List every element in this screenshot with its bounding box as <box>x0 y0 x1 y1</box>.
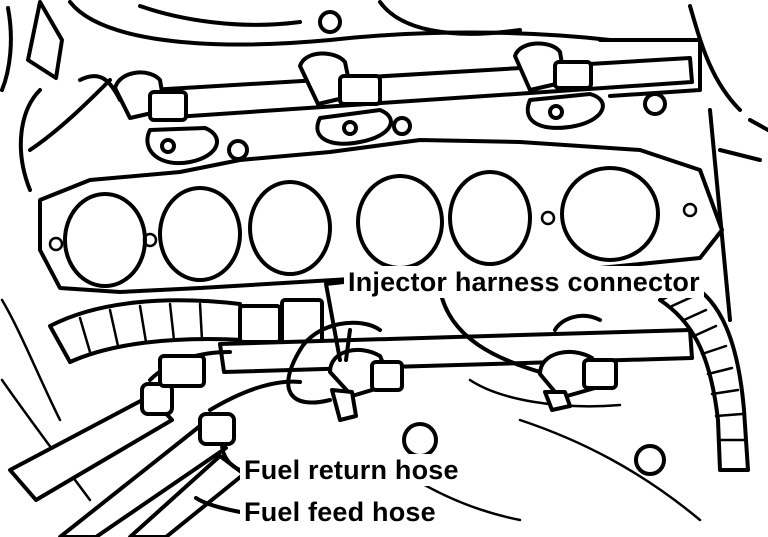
right-harness-conduit <box>658 282 750 472</box>
upper-injector-1 <box>113 70 249 166</box>
injector-wire <box>286 320 382 405</box>
lower-injector-1 <box>328 328 404 422</box>
fuel-hoses <box>8 350 302 537</box>
leader-injector-harness <box>324 280 346 362</box>
lower-harness-loom <box>48 298 324 364</box>
label-fuel-return-hose: Fuel return hose <box>240 454 463 486</box>
upper-injector-3 <box>513 41 667 130</box>
label-injector-harness-connector: Injector harness connector <box>344 266 704 298</box>
leader-fuel-return <box>220 442 242 472</box>
leader-fuel-feed <box>194 496 242 514</box>
manifold-gasket <box>38 138 724 294</box>
upper-injector-2 <box>298 51 412 146</box>
lower-injector-2 <box>538 313 618 412</box>
label-fuel-feed-hose: Fuel feed hose <box>240 496 440 528</box>
injector-wire-2 <box>438 288 542 374</box>
engine-background <box>0 0 768 522</box>
leader-lines <box>194 280 346 514</box>
